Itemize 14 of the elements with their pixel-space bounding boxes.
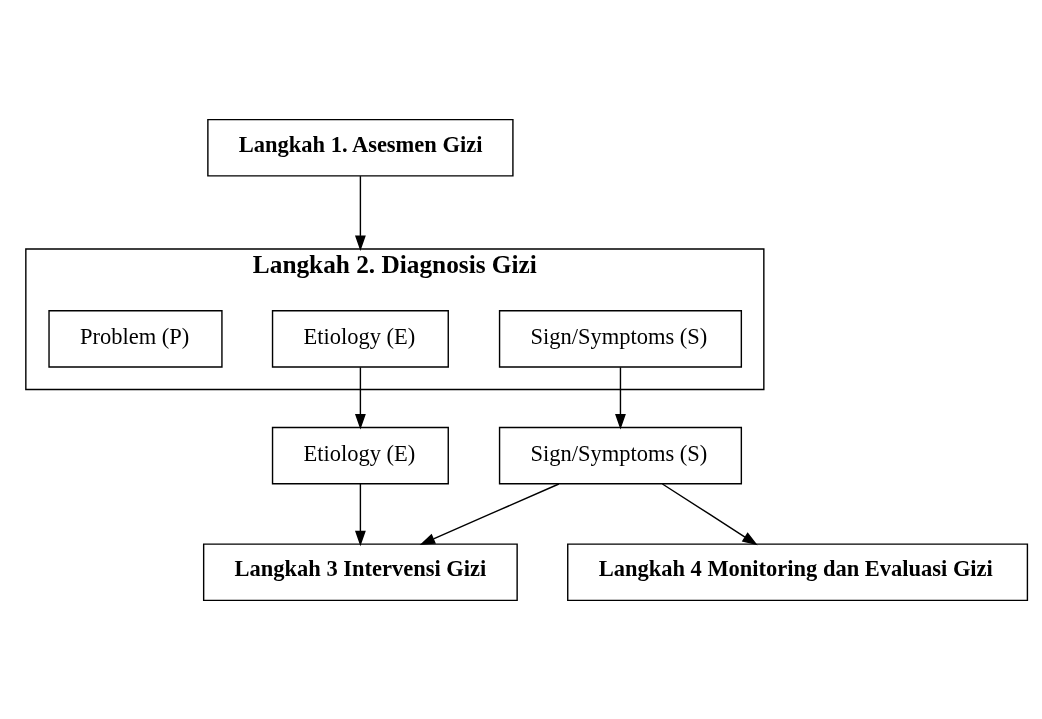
arrow: [354, 174, 366, 251]
arrow: [661, 482, 758, 545]
node-box: Sign/Symptoms (S): [498, 426, 743, 484]
node-box: Etiology (E): [271, 426, 449, 484]
arrow: [354, 366, 366, 430]
arrow: [419, 482, 560, 545]
node-box: Problem (P): [48, 309, 223, 368]
node-box: Etiology (E): [271, 309, 449, 368]
arrow: [615, 366, 626, 430]
node-box: Sign/Symptoms (S): [498, 309, 743, 368]
arrow: [354, 482, 366, 546]
node-box: Langkah 4 Monitoring dan Evaluasi Gizi: [567, 542, 1029, 601]
node-box: Langkah 1. Asesmen Gizi: [207, 118, 514, 177]
node-box: Langkah 3 Intervensi Gizi: [202, 542, 518, 601]
